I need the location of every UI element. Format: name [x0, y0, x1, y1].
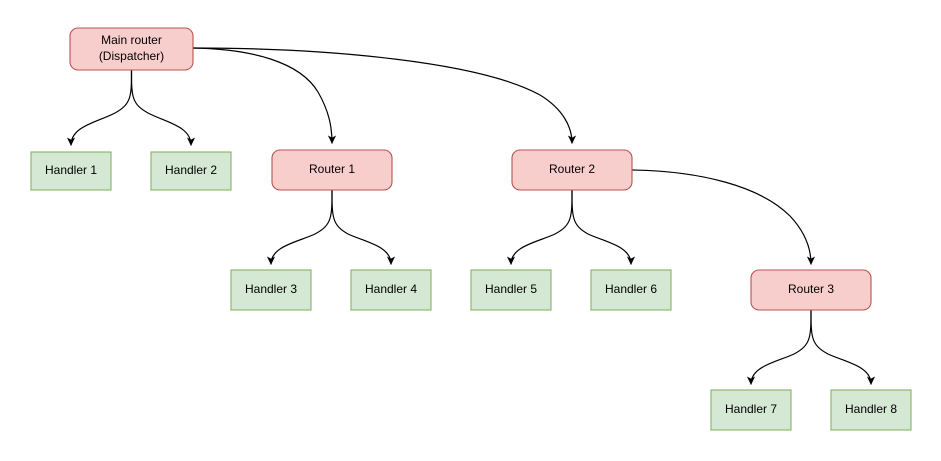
edge-layer: [66, 47, 876, 385]
handler-4-label: Handler 4: [365, 282, 417, 296]
handler-3-shape[interactable]: [230, 269, 312, 311]
edge-router-1-to-handler-4[interactable]: [331, 189, 396, 265]
node-handler-5[interactable]: Handler 5: [470, 269, 552, 311]
edge-main-to-handler-1[interactable]: [66, 69, 133, 146]
router-1-shape[interactable]: [271, 149, 393, 191]
handler-8-shape[interactable]: [830, 389, 912, 431]
edge-router-3-to-handler-8[interactable]: [810, 309, 876, 385]
edge-router-2-to-handler-5[interactable]: [506, 189, 573, 265]
main-router-label: (Dispatcher): [99, 49, 164, 63]
router-3-label: Router 3: [788, 282, 834, 296]
router-2-shape[interactable]: [511, 149, 633, 191]
handler-5-label: Handler 5: [485, 282, 537, 296]
handler-1-label: Handler 1: [45, 163, 97, 177]
handler-4-shape[interactable]: [350, 269, 432, 311]
main-router-label: Main router: [101, 33, 162, 47]
node-router-2[interactable]: Router 2: [511, 149, 633, 191]
handler-7-shape[interactable]: [710, 389, 792, 431]
handler-1-shape[interactable]: [30, 151, 112, 191]
router-1-label: Router 1: [309, 162, 355, 176]
node-handler-7[interactable]: Handler 7: [710, 389, 792, 431]
edge-router-2-to-handler-6[interactable]: [571, 189, 636, 265]
handler-2-shape[interactable]: [150, 151, 232, 191]
handler-2-label: Handler 2: [165, 163, 217, 177]
edge-main-to-router-1[interactable]: [192, 47, 337, 144]
node-router-3[interactable]: Router 3: [750, 269, 872, 311]
edge-main-to-router-2[interactable]: [192, 47, 577, 144]
handler-7-label: Handler 7: [725, 402, 777, 416]
edge-main-to-handler-2[interactable]: [130, 69, 196, 146]
handler-6-shape[interactable]: [590, 269, 672, 311]
handler-5-shape[interactable]: [470, 269, 552, 311]
handler-6-label: Handler 6: [605, 282, 657, 296]
router-2-label: Router 2: [549, 162, 595, 176]
node-handler-8[interactable]: Handler 8: [830, 389, 912, 431]
node-layer: Main router (Dispatcher) Handler 1 Handler …: [30, 27, 912, 431]
edge-router-2-to-router-3[interactable]: [631, 169, 816, 265]
node-router-1[interactable]: Router 1: [271, 149, 393, 191]
node-main-router[interactable]: Main router (Dispatcher): [69, 27, 194, 71]
node-handler-1[interactable]: Handler 1: [30, 151, 112, 191]
node-handler-6[interactable]: Handler 6: [590, 269, 672, 311]
edge-router-1-to-handler-3[interactable]: [266, 189, 333, 265]
edge-router-3-to-handler-7[interactable]: [746, 309, 812, 385]
node-handler-3[interactable]: Handler 3: [230, 269, 312, 311]
router-3-shape[interactable]: [750, 269, 872, 311]
node-handler-2[interactable]: Handler 2: [150, 151, 232, 191]
handler-8-label: Handler 8: [845, 402, 897, 416]
handler-3-label: Handler 3: [245, 282, 297, 296]
node-handler-4[interactable]: Handler 4: [350, 269, 432, 311]
main-router-shape[interactable]: [69, 27, 194, 71]
